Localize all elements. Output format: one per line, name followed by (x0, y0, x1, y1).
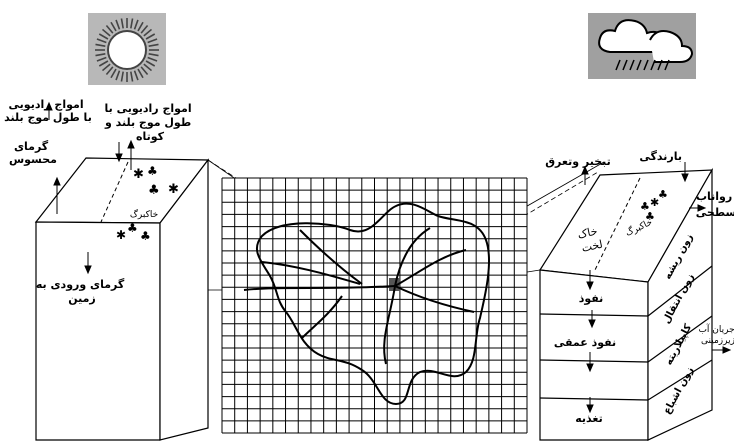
shrub-icon: ♣ (140, 229, 151, 243)
watershed-grid (221, 177, 528, 434)
shrub-icon: ✱ (133, 167, 144, 182)
shrub-icon: ✱ (116, 228, 126, 242)
right-flux-arrows (581, 162, 732, 414)
precipitation-label: بارندگی (639, 150, 682, 163)
watershed-boundary (256, 202, 490, 406)
shrub-icon: ♣ (148, 183, 160, 198)
shrub-icon: ♣ (127, 221, 138, 235)
long-wave-radiation-label: امواج رادیویی با طول موج بلند (4, 98, 92, 125)
left-soil-block (34, 157, 210, 441)
left-vegetation-boundary (100, 161, 129, 223)
recharge-label: تغذیه (575, 412, 603, 425)
drainage-network (243, 227, 475, 365)
groundwater-flow-label: جریان آب زیرزمینی (698, 323, 734, 346)
left-vegetation: ✱ ♣ ♣ ✱ ✱ ♣ ♣ (116, 164, 179, 243)
shrub-icon: ♣ (147, 164, 158, 178)
sun-icon (88, 13, 166, 85)
long-short-radiation-label: امواج رادیویی با طول موج بلند و کوتاه (104, 102, 196, 143)
bare-soil-label: خاک لخت (576, 224, 605, 255)
left-soil-leaf-label: خاکبرگ (130, 208, 158, 220)
surface-runoff-label: رواناب سطحی (696, 190, 734, 219)
deep-infiltration-label: نفوذ عمقی (554, 336, 616, 349)
ground-heat-label: گرمای ورودی به زمین (36, 278, 128, 305)
evapotranspiration-label: تبخیر وتعرق (545, 155, 611, 168)
infiltration-label: نفوذ (579, 292, 604, 305)
shrub-icon: ♣ (640, 200, 650, 213)
left-flux-arrows (45, 101, 135, 275)
shrub-icon: ♣ (645, 210, 655, 223)
right-vegetation-boundary (593, 177, 641, 273)
shrub-icon: ✱ (650, 196, 659, 209)
rain-cloud-icon (588, 13, 696, 79)
right-soil-block (538, 167, 714, 441)
right-vegetation: ♣ ✱ ♣ ♣ (640, 188, 668, 223)
shrub-icon: ♣ (658, 188, 668, 201)
sensible-heat-label: گرمای محسوس (9, 140, 57, 166)
shrub-icon: ✱ (168, 182, 179, 197)
